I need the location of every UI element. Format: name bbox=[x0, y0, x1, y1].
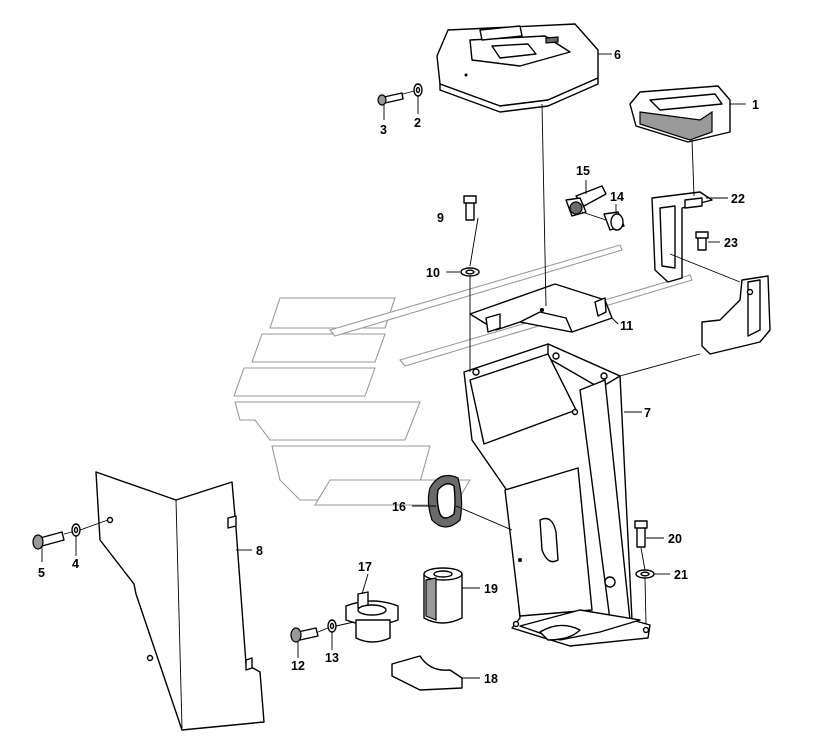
callout-7: 7 bbox=[644, 406, 651, 420]
part-5-screw bbox=[32, 531, 65, 550]
part-18-slotted-plate bbox=[391, 655, 463, 691]
part-3-screw bbox=[377, 92, 404, 106]
callout-21: 21 bbox=[674, 568, 688, 582]
part-9-bolt bbox=[463, 195, 477, 221]
callout-16: 16 bbox=[392, 500, 406, 514]
part-14-knob bbox=[603, 211, 625, 231]
part-4-washer bbox=[71, 523, 81, 537]
part-6-top-cover bbox=[436, 23, 599, 113]
part-8-column-cover bbox=[95, 471, 265, 731]
callout-20: 20 bbox=[668, 532, 682, 546]
callout-18: 18 bbox=[484, 672, 498, 686]
part-1-armrest-pad bbox=[629, 85, 731, 143]
callout-11: 11 bbox=[620, 319, 633, 333]
part-11-mounting-plate bbox=[469, 283, 613, 333]
part-7-main-housing bbox=[463, 343, 651, 647]
part-17-bracket-cup bbox=[345, 591, 399, 643]
callout-14: 14 bbox=[610, 190, 624, 204]
part-21-washer bbox=[635, 569, 655, 579]
callout-17: 17 bbox=[358, 560, 372, 574]
part-2-washer bbox=[413, 83, 423, 97]
callout-23: 23 bbox=[724, 236, 738, 250]
part-22-bracket bbox=[651, 191, 713, 283]
callout-9: 9 bbox=[437, 211, 444, 225]
callout-8: 8 bbox=[256, 544, 263, 558]
callout-19: 19 bbox=[484, 582, 498, 596]
part-19-sleeve bbox=[423, 567, 463, 624]
leader-lines bbox=[41, 53, 746, 679]
part-10-washer bbox=[460, 267, 480, 277]
callout-4: 4 bbox=[72, 557, 79, 571]
part-side-trim bbox=[701, 275, 771, 355]
callout-6: 6 bbox=[614, 48, 621, 62]
callout-10: 10 bbox=[426, 266, 440, 280]
callout-13: 13 bbox=[325, 651, 339, 665]
part-15-lever bbox=[565, 185, 607, 217]
part-13-washer bbox=[327, 619, 337, 633]
callout-22: 22 bbox=[731, 192, 745, 206]
part-12-screw bbox=[290, 627, 319, 643]
callout-15: 15 bbox=[576, 164, 590, 178]
callout-12: 12 bbox=[291, 659, 305, 673]
callout-2: 2 bbox=[414, 116, 421, 130]
part-16-grommet bbox=[427, 475, 463, 528]
callout-labels: 1 2 3 4 5 6 7 8 9 10 11 12 13 14 15 16 1… bbox=[38, 48, 759, 686]
callout-5: 5 bbox=[38, 566, 45, 580]
callout-3: 3 bbox=[380, 123, 387, 137]
part-20-bolt bbox=[634, 520, 648, 548]
part-23-screw bbox=[695, 231, 709, 251]
callout-1: 1 bbox=[752, 98, 759, 112]
